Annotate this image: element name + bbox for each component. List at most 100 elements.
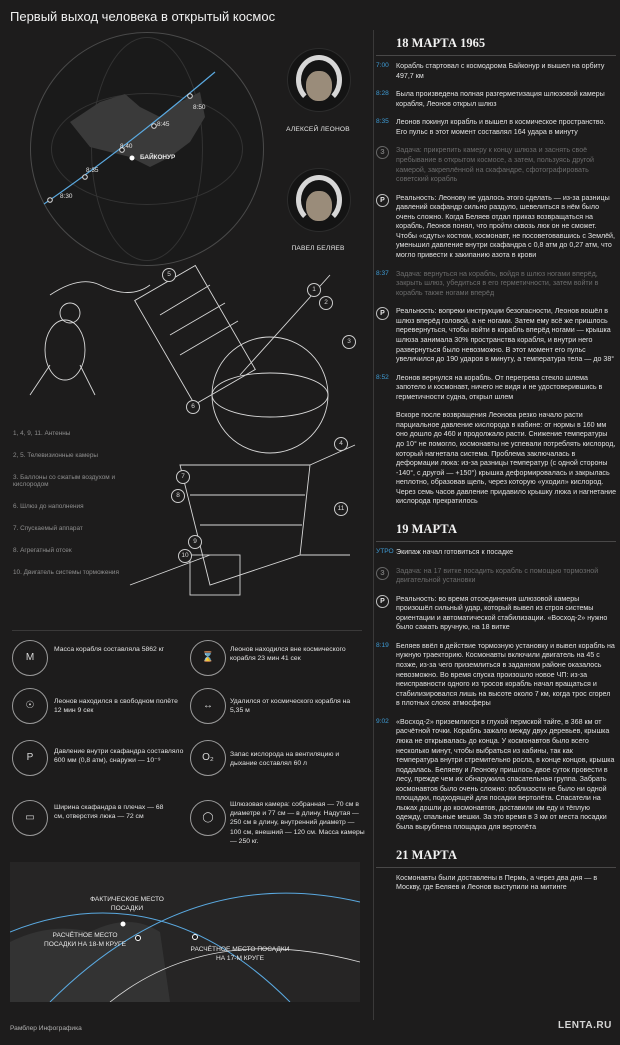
belyaev-portrait [287, 168, 351, 232]
event-text: Была произведена полная разгерметизация … [396, 90, 605, 108]
globe-meridian [91, 37, 203, 261]
mass-icon: M [12, 640, 48, 676]
task-badge: З [376, 566, 389, 580]
timeline-date-heading: 21 МАРТА [376, 842, 616, 868]
orbit-line [43, 71, 216, 205]
brand-logo: LENTA.RU [558, 1020, 612, 1031]
oxygen-icon: O₂ [190, 740, 226, 776]
event-text: Задача: прикрепить камеру к концу шлюза … [396, 146, 595, 184]
stat-distance: Удалился от космического корабля на 5,35… [230, 698, 351, 715]
antennas [129, 274, 356, 586]
leonov-name: АЛЕКСЕЙ ЛЕОНОВ [286, 126, 350, 133]
calc17-label: РАСЧЁТНОЕ МЕСТО ПОСАДКИ НА 17-М КРУГЕ [190, 946, 290, 962]
callout-9: 9 [188, 535, 202, 549]
descent-module [211, 336, 329, 454]
hourglass-icon: ⌛ [190, 640, 226, 676]
callout-4: 4 [334, 437, 348, 451]
brake-engine [189, 554, 241, 596]
land [10, 922, 170, 1002]
event-time: УТРО [376, 547, 394, 555]
timeline-event: Вскоре после возвращения Леонова резко н… [376, 411, 616, 507]
cosmonaut [44, 319, 86, 381]
event-text: Беляев ввёл в действие тормозную установ… [396, 641, 615, 708]
trajectory [109, 948, 360, 1002]
callout-11: 11 [334, 502, 348, 516]
legend-item: 6. Шлюз до наполнения [13, 503, 84, 510]
landmass [70, 92, 205, 167]
callout-5: 5 [162, 268, 176, 282]
left-column: 8:50 8:45 8:40 8:35 8:30 БАЙКОНУР АЛЕКСЕ… [10, 32, 365, 1032]
orbit-point [119, 147, 125, 153]
airlock-rib [169, 302, 226, 336]
event-text: Задача: на 17 витке посадить корабль с п… [396, 566, 599, 585]
cosmonaut-helmet [59, 302, 81, 324]
event-text: Реальность: вопреки инструкции безопасно… [396, 307, 615, 364]
callout-8: 8 [171, 489, 185, 503]
event-text: Реальность: во время отсоединения шлюзов… [396, 594, 608, 632]
timeline-event: 8:52 Леонов вернулся на корабль. От перег… [376, 374, 616, 403]
actual-site-point [120, 921, 126, 927]
callout-3: 3 [342, 335, 356, 349]
suit-width-icon: ▭ [12, 800, 48, 836]
event-text: Космонавты были доставлены в Пермь, а че… [396, 873, 598, 892]
orbit-point [151, 123, 157, 129]
calc18-point [135, 935, 141, 941]
timeline-event: Космонавты были доставлены в Пермь, а че… [376, 874, 616, 893]
orbit-track [43, 71, 216, 205]
pressure-icon: P [12, 740, 48, 776]
tether [49, 281, 151, 296]
descent-module-ring [211, 372, 329, 418]
airlock-icon: ◯ [190, 800, 226, 836]
event-time: 8:52 [376, 373, 389, 381]
astronaut-icon: ☉ [12, 688, 48, 724]
event-text: Корабль стартовал с космодрома Байконур … [396, 62, 605, 80]
orbit-time-label: 8:30 [60, 193, 73, 200]
orbit-18 [49, 892, 360, 1002]
event-text: Вскоре после возвращения Леонова резко н… [396, 411, 617, 506]
calc17-point [192, 934, 198, 940]
callout-1: 1 [307, 283, 321, 297]
callout-6: 6 [186, 400, 200, 414]
timeline-event: З Задача: на 17 витке посадить корабль с … [376, 566, 616, 586]
event-text: Экипаж начал готовиться к посадке [396, 547, 514, 556]
timeline-event: 8:19 Беляев ввёл в действие тормозную уст… [376, 642, 616, 709]
baikonur-point [129, 155, 135, 161]
landing-map-drawing [10, 892, 360, 1002]
legend-item: 3. Баллоны со сжатым воздухом и кислород… [13, 474, 116, 488]
stat-mass: Масса корабля составляла 5862 кг [54, 646, 165, 653]
orbit-point [187, 93, 193, 99]
divider [12, 630, 362, 631]
orbit-17 [10, 912, 291, 1002]
timeline-event: 9:02«Восход-2» приземлился в глухой перм… [376, 718, 616, 833]
airlock-rib [179, 320, 239, 356]
page-title: Первый выход человека в открытый космос [10, 9, 276, 24]
stat-free-flight: Леонов находился в свободном полёте 12 м… [54, 698, 178, 715]
legend-item: 7. Спускаемый аппарат [13, 525, 83, 532]
leonov-portrait [287, 48, 351, 112]
stat-pressure: Давление внутри скафандра составляло 600… [54, 748, 184, 765]
timeline-date-heading: 18 МАРТА 1965 [376, 30, 616, 56]
timeline-date-heading: 19 МАРТА [376, 516, 616, 542]
legend-item: 10. Двигатель системы торможения [13, 569, 119, 576]
legend-item: 1, 4, 9, 11. Антенны [13, 430, 71, 437]
stat-outside-time: Леонов находился вне космического корабл… [230, 646, 346, 663]
stat-airlock: Шлюзовая камера: собранная — 70 см в диа… [230, 801, 365, 845]
calc18-label: РАСЧЁТНОЕ МЕСТО ПОСАДКИ НА 18-М КРУГЕ [43, 932, 127, 948]
event-time: 8:37 [376, 269, 389, 277]
event-time: 8:19 [376, 641, 389, 649]
stat-suit-width: Ширина скафандра в плечах — 68 см, отвер… [54, 804, 164, 821]
column-divider [373, 30, 374, 1020]
orbit-time-label: 8:45 [157, 121, 170, 128]
orbit-point [82, 174, 88, 180]
legend-item: 8. Агрегатный отсек [13, 547, 72, 554]
airlock-rib [159, 284, 211, 316]
callout-7: 7 [176, 470, 190, 484]
event-text: Леонов вернулся на корабль. От перегрева… [396, 373, 603, 401]
event-text: Реальность: Леонову не удалось этого сде… [396, 193, 615, 259]
